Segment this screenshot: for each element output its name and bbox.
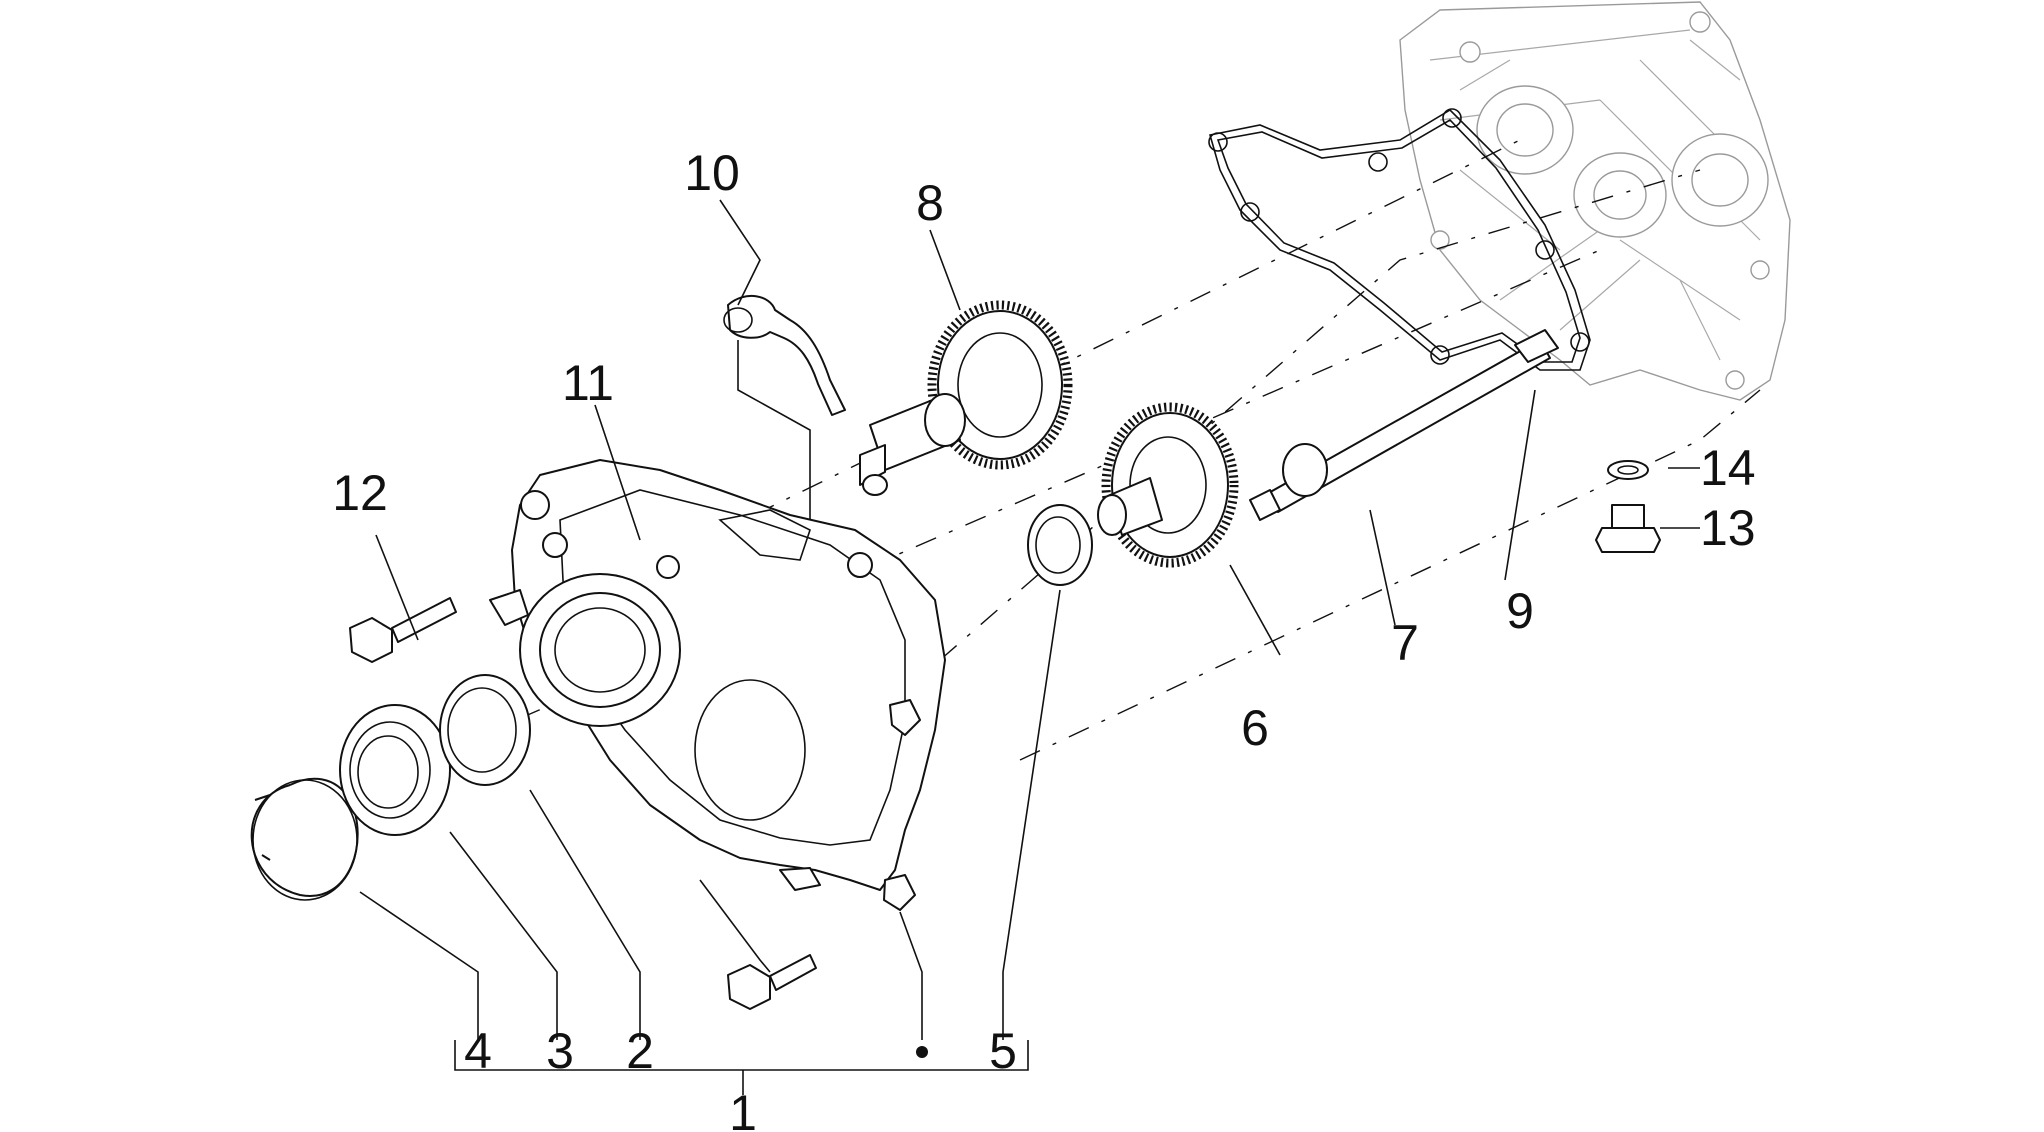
callout-4: 4 xyxy=(464,1023,492,1079)
callout-9: 9 xyxy=(1506,583,1534,639)
breather-pipe-part-10 xyxy=(723,295,846,416)
gear-part-6 xyxy=(1097,402,1239,568)
callout-1: 1 xyxy=(729,1085,757,1132)
callout-11: 11 xyxy=(562,355,614,411)
drain-plug-part-13 xyxy=(1595,504,1661,553)
seal-part-5 xyxy=(1027,504,1093,586)
callout-12: 12 xyxy=(332,465,388,521)
callout-7: 7 xyxy=(1391,615,1419,671)
callout-3: 3 xyxy=(546,1023,574,1079)
callout-5: 5 xyxy=(989,1023,1017,1079)
leader-lines xyxy=(359,199,1700,1095)
callout-13: 13 xyxy=(1700,500,1756,556)
assembly-dot-marker xyxy=(916,1046,928,1058)
callout-10: 10 xyxy=(684,145,740,201)
bearing-part-3 xyxy=(339,704,451,836)
gear-part-8 xyxy=(859,300,1073,496)
callout-2: 2 xyxy=(626,1023,654,1079)
gasket-part-9 xyxy=(1208,108,1591,371)
transmission-cover-part-11 xyxy=(489,459,946,911)
circlip-part-4 xyxy=(250,777,359,901)
oil-seal-part-2 xyxy=(439,674,531,786)
callouts: 1 2 3 4 5 6 7 8 9 10 11 12 13 14 xyxy=(332,145,1755,1132)
callout-14: 14 xyxy=(1700,440,1756,496)
washer-part-14 xyxy=(1607,460,1649,480)
shaft-part-7 xyxy=(1249,329,1559,521)
callout-8: 8 xyxy=(916,175,944,231)
callout-6: 6 xyxy=(1241,700,1269,756)
bolt-part-12 xyxy=(349,597,457,663)
bolt-lower xyxy=(727,954,817,1010)
